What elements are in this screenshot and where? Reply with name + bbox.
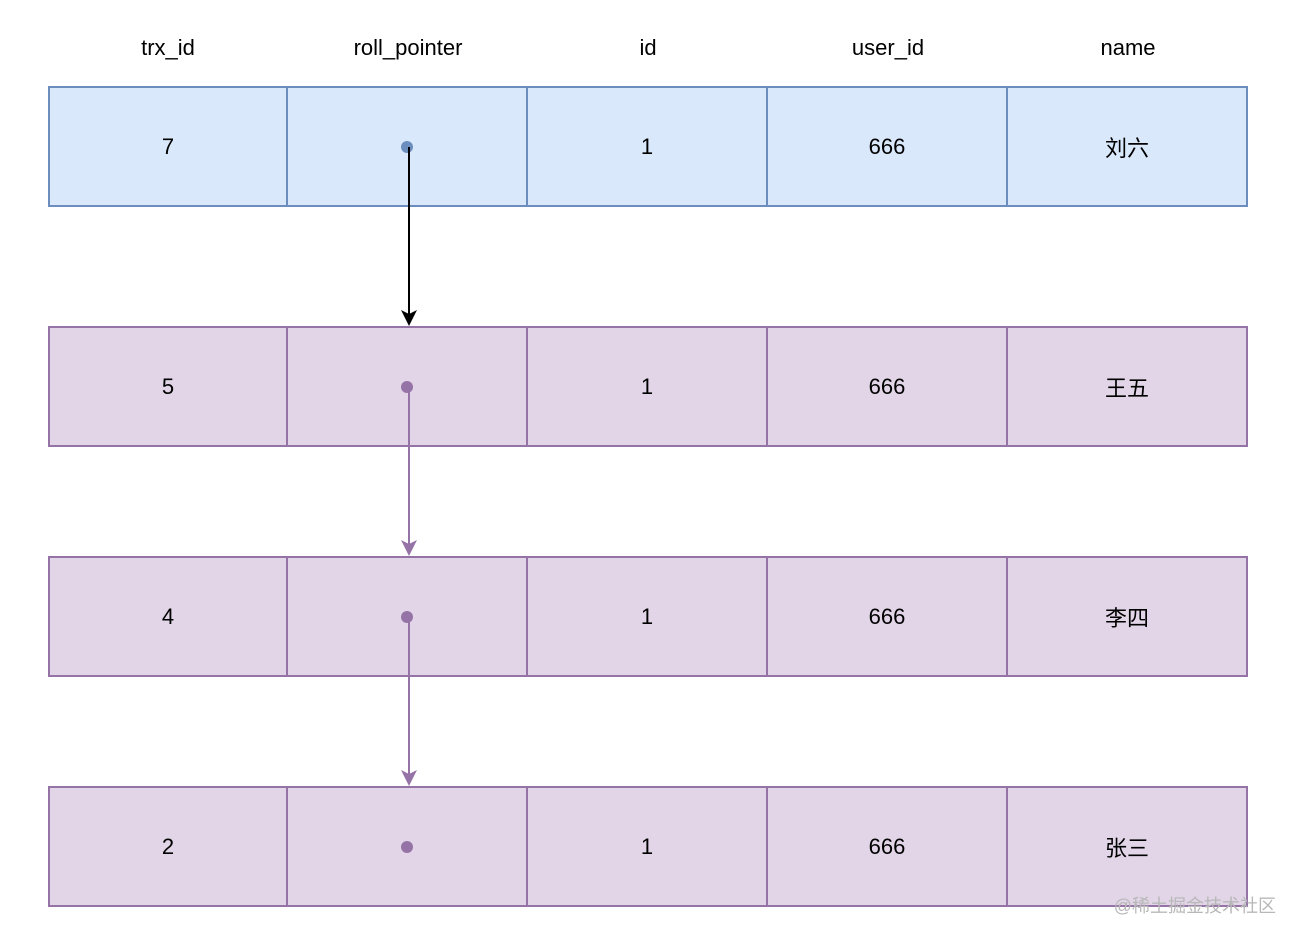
cell-id: 1	[528, 786, 768, 907]
header-user-id: user_id	[851, 35, 925, 60]
arrow-row1-to-row2	[401, 147, 417, 326]
arrow-row2-to-row3	[401, 387, 417, 556]
arrow-row3-to-row4	[401, 617, 417, 786]
cell-name: 李四	[1008, 556, 1248, 677]
cell-user-id: 666	[768, 556, 1008, 677]
cell-trx-id: 4	[48, 556, 288, 677]
pointer-dot	[401, 840, 413, 853]
header-roll-pointer: roll_pointer	[353, 35, 463, 60]
cell-trx-id: 5	[48, 326, 288, 447]
cell-id: 1	[528, 326, 768, 447]
header-id: id	[639, 35, 657, 60]
cell-trx-id: 7	[48, 86, 288, 207]
cell-id: 1	[528, 556, 768, 677]
header-name: name	[1100, 35, 1156, 60]
version-row-2: 5 1 666 王五	[48, 326, 1250, 447]
header-trx-id: trx_id	[141, 35, 195, 60]
cell-id: 1	[528, 86, 768, 207]
version-row-4: 2 1 666 张三	[48, 786, 1250, 907]
version-row-1: 7 1 666 刘六	[48, 86, 1250, 207]
cell-name: 王五	[1008, 326, 1248, 447]
column-header-row: trx_id roll_pointer id user_id name	[48, 30, 1250, 66]
cell-name: 刘六	[1008, 86, 1248, 207]
cell-user-id: 666	[768, 326, 1008, 447]
cell-roll-pointer	[288, 786, 528, 907]
cell-trx-id: 2	[48, 786, 288, 907]
cell-user-id: 666	[768, 786, 1008, 907]
cell-name: 张三	[1008, 786, 1248, 907]
cell-user-id: 666	[768, 86, 1008, 207]
watermark: @稀土掘金技术社区	[1113, 896, 1276, 916]
